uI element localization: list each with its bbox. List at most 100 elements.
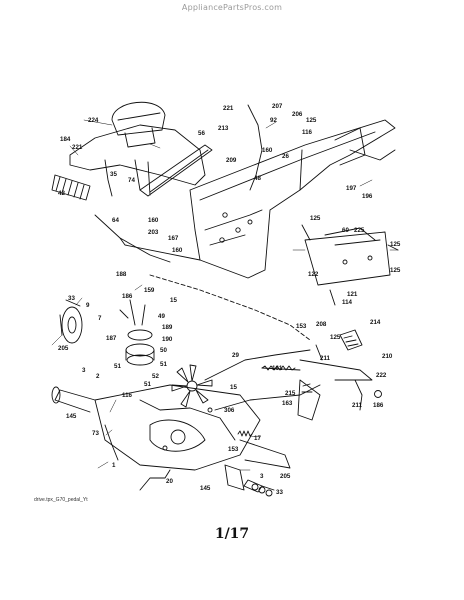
part-label: 190	[162, 336, 173, 343]
part-label: 196	[362, 193, 373, 200]
part-label: 184	[60, 136, 71, 143]
part-label: 51	[160, 361, 167, 368]
part-label: 161	[272, 365, 283, 372]
part-label: 221	[72, 144, 83, 151]
part-label: 49	[158, 313, 165, 320]
part-label: 92	[270, 117, 277, 124]
grip-handle-drawing	[51, 174, 91, 201]
part-label: 116	[122, 392, 133, 399]
bracket-plate-drawing	[301, 224, 399, 306]
part-label: 114	[342, 299, 353, 306]
drive-belt-drawing	[139, 144, 213, 197]
part-label: 197	[346, 185, 357, 192]
part-label: 56	[198, 130, 205, 137]
part-label: 189	[162, 324, 173, 331]
part-label: 9	[86, 302, 90, 309]
part-label: 125	[306, 117, 317, 124]
part-label: 145	[200, 485, 211, 492]
part-label: 33	[276, 489, 283, 496]
rod-20-drawing	[139, 469, 171, 491]
part-label: 15	[170, 297, 177, 304]
spring-17-drawing	[237, 430, 253, 437]
part-label: 20	[166, 478, 173, 485]
rod-163-drawing	[214, 384, 321, 411]
part-label: 73	[92, 430, 99, 437]
part-label: 125	[390, 267, 401, 274]
part-label: 160	[148, 217, 159, 224]
part-label: 50	[160, 347, 167, 354]
watermark: AppliancePartsPros.com	[181, 3, 283, 12]
part-label: 2	[96, 373, 100, 380]
part-label: 122	[308, 271, 319, 278]
right-axle-hub-drawing	[224, 464, 275, 493]
part-label: 3	[82, 367, 86, 374]
part-label: 17	[254, 435, 261, 442]
fender-body-drawing	[69, 101, 206, 197]
part-label: 215	[285, 390, 296, 397]
part-label: 125	[390, 241, 401, 248]
shift-rod-drawing	[247, 104, 263, 191]
part-label: 159	[144, 287, 155, 294]
page-number: 1/17	[214, 526, 250, 542]
part-label: 214	[370, 319, 381, 326]
drawing-caption: drive.tpx_G70_pedal_Yt	[34, 497, 88, 503]
part-label: 186	[373, 402, 384, 409]
part-label: 206	[292, 111, 303, 118]
part-label: 160	[262, 147, 273, 154]
part-label: 48	[254, 175, 261, 182]
part-label: 205	[58, 345, 69, 352]
part-label: 163	[282, 400, 293, 407]
part-label: 35	[110, 171, 117, 178]
pedal-assembly-drawing	[297, 329, 382, 421]
part-label: 221	[223, 105, 234, 112]
transaxle-drawing	[51, 384, 291, 471]
part-label: 125	[330, 334, 341, 341]
callout-labels: 224 184 221 42 35 74 56 221 213 207 206 …	[58, 103, 401, 496]
part-label: 33	[68, 295, 75, 302]
part-label: 15	[230, 384, 237, 391]
part-label: 167	[168, 235, 179, 242]
washer-stack-drawing	[251, 483, 273, 497]
part-label: 51	[114, 363, 121, 370]
cooling-fan-drawing	[171, 364, 213, 408]
part-label: 208	[316, 321, 327, 328]
link-rod-64-drawing	[94, 214, 171, 263]
part-label: 1	[112, 462, 116, 469]
part-label: 153	[228, 446, 239, 453]
part-label: 210	[382, 353, 393, 360]
part-label: 207	[272, 103, 283, 110]
part-label: 153	[296, 323, 307, 330]
part-label: 125	[310, 215, 321, 222]
part-label: 52	[152, 373, 159, 380]
part-label: 51	[144, 381, 151, 388]
part-label: 224	[88, 117, 99, 124]
part-label: 211	[320, 355, 331, 362]
part-label: 225	[354, 227, 365, 234]
part-label: 209	[226, 157, 237, 164]
part-label: 306	[224, 407, 235, 414]
part-label: 26	[282, 153, 289, 160]
part-label: 203	[148, 229, 159, 236]
part-label: 29	[232, 352, 239, 359]
part-label: 74	[128, 177, 135, 184]
part-label: 145	[66, 413, 77, 420]
part-label: 205	[280, 473, 291, 480]
part-label: 222	[376, 372, 387, 379]
dashed-cable-drawing	[149, 274, 311, 341]
rod-29-drawing	[204, 349, 311, 381]
part-label: 160	[172, 247, 183, 254]
wheel-hub-drawing	[59, 299, 83, 344]
part-label: 213	[218, 125, 229, 132]
part-label: 121	[347, 291, 358, 298]
part-label: 64	[112, 217, 119, 224]
part-label: 42	[58, 190, 65, 197]
part-label: 116	[302, 129, 313, 136]
part-label: 3	[260, 473, 264, 480]
part-label: 60	[342, 227, 349, 234]
part-label: 186	[122, 293, 133, 300]
part-label: 188	[116, 271, 127, 278]
part-label: 211	[352, 402, 363, 409]
part-label: 187	[106, 335, 117, 342]
part-label: 7	[98, 315, 102, 322]
